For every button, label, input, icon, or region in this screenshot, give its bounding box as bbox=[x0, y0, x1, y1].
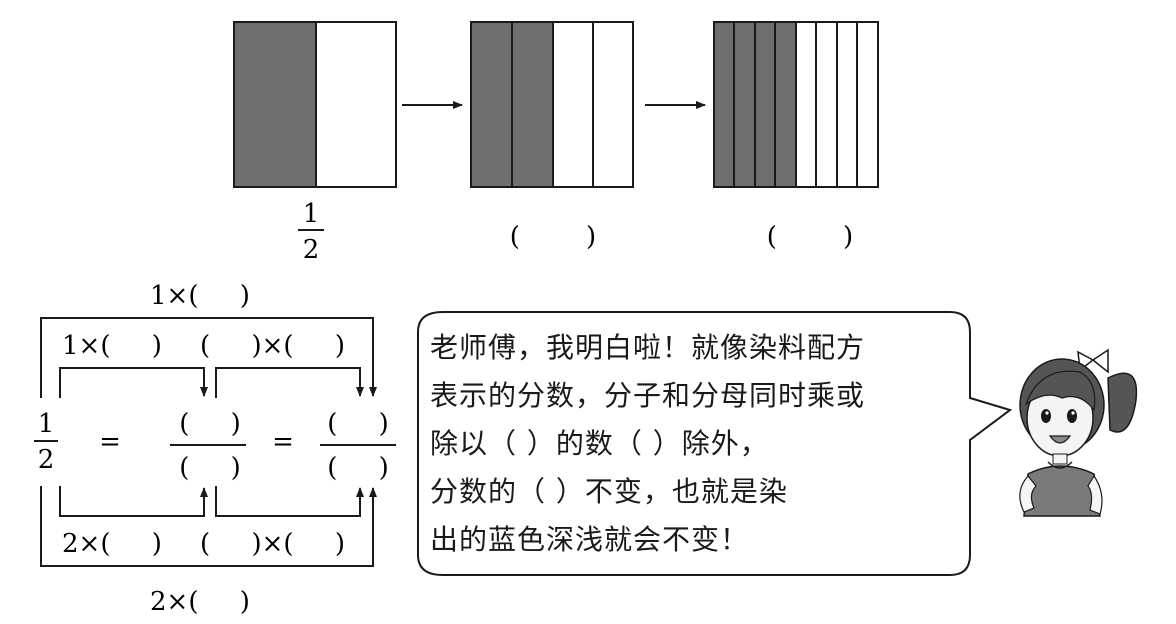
strip3-blank[interactable]: ( ) bbox=[767, 222, 853, 252]
strip-halves bbox=[233, 21, 397, 188]
speech-text: 老师傅，我明白啦！就像染料配方 表示的分数，分子和分母同时乘或 除以（ ）的数（… bbox=[430, 324, 950, 564]
right-numerator-blank[interactable]: ( ) bbox=[327, 409, 389, 439]
strip1-fraction-num: 1 bbox=[303, 199, 320, 229]
mid-denominator-blank[interactable]: ( ) bbox=[179, 453, 241, 483]
top-outer-label[interactable]: 1×( ) bbox=[150, 281, 250, 311]
equals-sign-2: = bbox=[272, 427, 294, 457]
speech-bubble bbox=[417, 311, 1013, 576]
outer-bottom-bracket bbox=[40, 486, 377, 567]
strip2-blank[interactable]: ( ) bbox=[510, 222, 596, 252]
lhs-denominator: 2 bbox=[38, 445, 55, 475]
bottom-outer-label[interactable]: 2×( ) bbox=[150, 587, 250, 617]
equals-sign-1: = bbox=[99, 427, 121, 457]
right-denominator-blank[interactable]: ( ) bbox=[327, 453, 389, 483]
top-inner-left-label[interactable]: 1×( ) bbox=[62, 331, 162, 361]
inner-bottom-right-bracket bbox=[215, 486, 364, 517]
mid-numerator-blank[interactable]: ( ) bbox=[179, 409, 241, 439]
strip1-fraction-den: 2 bbox=[303, 235, 320, 265]
top-inner-right-label[interactable]: ( )×( ) bbox=[200, 331, 345, 361]
strip-quarters bbox=[470, 21, 634, 188]
bottom-inner-right-label[interactable]: ( )×( ) bbox=[200, 529, 345, 559]
outer-top-bracket bbox=[40, 317, 377, 398]
inner-top-right-bracket bbox=[215, 367, 364, 398]
bottom-inner-left-label[interactable]: 2×( ) bbox=[62, 529, 162, 559]
speech-line-4[interactable]: 分数的（ ）不变，也就是染 bbox=[430, 475, 788, 508]
speech-line-3[interactable]: 除以（ ）的数（ ）除外， bbox=[430, 427, 769, 460]
strip-eighths bbox=[713, 21, 879, 188]
inner-top-left-bracket bbox=[59, 367, 208, 398]
inner-bottom-left-bracket bbox=[59, 486, 208, 517]
speech-line-5: 出的蓝色深浅就会不变！ bbox=[430, 523, 750, 556]
speech-line-2: 表示的分数，分子和分母同时乘或 bbox=[430, 379, 866, 412]
girl-character-icon bbox=[1019, 348, 1138, 517]
speech-line-1: 老师傅，我明白啦！就像染料配方 bbox=[430, 331, 866, 364]
lhs-numerator: 1 bbox=[38, 409, 55, 439]
